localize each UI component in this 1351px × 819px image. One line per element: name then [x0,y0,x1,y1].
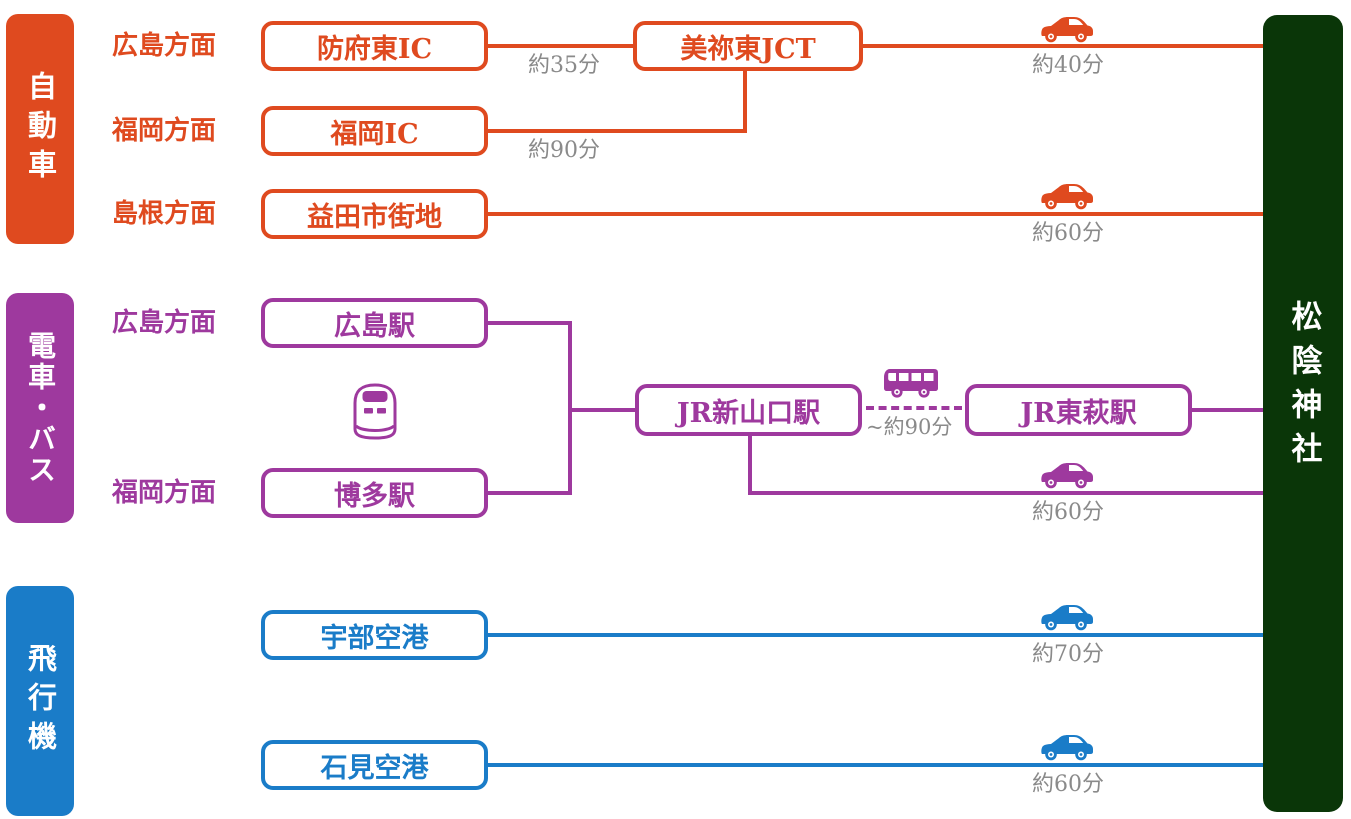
section-bar-train-bus: 電車・バス [6,293,74,523]
direction-label-car-fukuoka: 福岡方面 [112,116,217,146]
node-box-hakata-station: 博多駅 [261,468,488,518]
node-box-higashi-hagi-station: JR東萩駅 [965,384,1192,436]
time-label-hofu-to-jct: 約35分 [528,53,600,78]
route-line-hiroshima-sta-to-junction [488,321,572,325]
direction-label-car-shimane: 島根方面 [112,199,217,229]
time-label-ube-to-shrine: 約70分 [1032,642,1104,667]
route-line-masuda-to-shrine [488,212,1263,216]
section-label-train-bus: 電車・バス [24,330,57,486]
car-icon [1041,735,1093,761]
route-line-hofu-to-jct [488,44,633,48]
direction-label-car-hiroshima: 広島方面 [112,31,217,61]
section-label-airplane: 飛行機 [23,642,58,760]
route-line-ube-to-shrine [488,633,1263,637]
car-icon [1041,463,1093,489]
time-label-iwami-to-shrine: 約60分 [1032,772,1104,797]
time-label-masuda-to-shrine: 約60分 [1032,221,1104,246]
destination-label: 松陰神社 [1285,299,1322,476]
node-box-shin-yamaguchi-station: JR新山口駅 [635,384,862,436]
route-line-shin-yamaguchi-car-to-shrine [748,491,1263,495]
route-line-fukuoka-horizontal [488,129,747,133]
route-line-hakata-sta-to-junction [488,491,572,495]
bus-icon [884,369,938,398]
car-icon [1041,605,1093,631]
destination-bar: 松陰神社 [1263,15,1343,812]
time-label-shin-yamaguchi-to-shrine: 約60分 [1032,500,1104,525]
route-line-fukuoka-vertical [743,71,747,133]
node-box-masuda-city: 益田市街地 [261,189,488,239]
node-box-mine-higashi-jct: 美祢東JCT [633,21,863,71]
route-line-jct-to-shrine [863,44,1263,48]
time-label-jct-to-shrine: 約40分 [1032,53,1104,78]
node-box-hiroshima-station: 広島駅 [261,298,488,348]
time-label-bus-leg: ~約90分 [866,415,953,439]
time-label-fukuoka-to-jct: 約90分 [528,138,600,163]
route-line-higashi-hagi-to-shrine [1192,408,1263,412]
route-line-iwami-to-shrine [488,763,1263,767]
node-box-fukuoka-ic: 福岡IC [261,106,488,156]
section-bar-airplane: 飛行機 [6,586,74,816]
direction-label-train-hiroshima: 広島方面 [112,308,217,338]
car-icon [1041,184,1093,210]
route-line-shin-yamaguchi-car-vertical [748,436,752,495]
car-icon [1041,17,1093,43]
route-line-junction-to-shin-yamaguchi [568,408,635,412]
shinkansen-icon [353,383,397,440]
node-box-ube-airport: 宇部空港 [261,610,488,660]
node-box-iwami-airport: 石見空港 [261,740,488,790]
direction-label-train-fukuoka: 福岡方面 [112,478,217,508]
section-bar-car: 自動車 [6,14,74,244]
route-line-bus-dashed [866,406,962,410]
node-box-hofu-higashi-ic: 防府東IC [261,21,488,71]
section-label-car: 自動車 [23,70,58,188]
